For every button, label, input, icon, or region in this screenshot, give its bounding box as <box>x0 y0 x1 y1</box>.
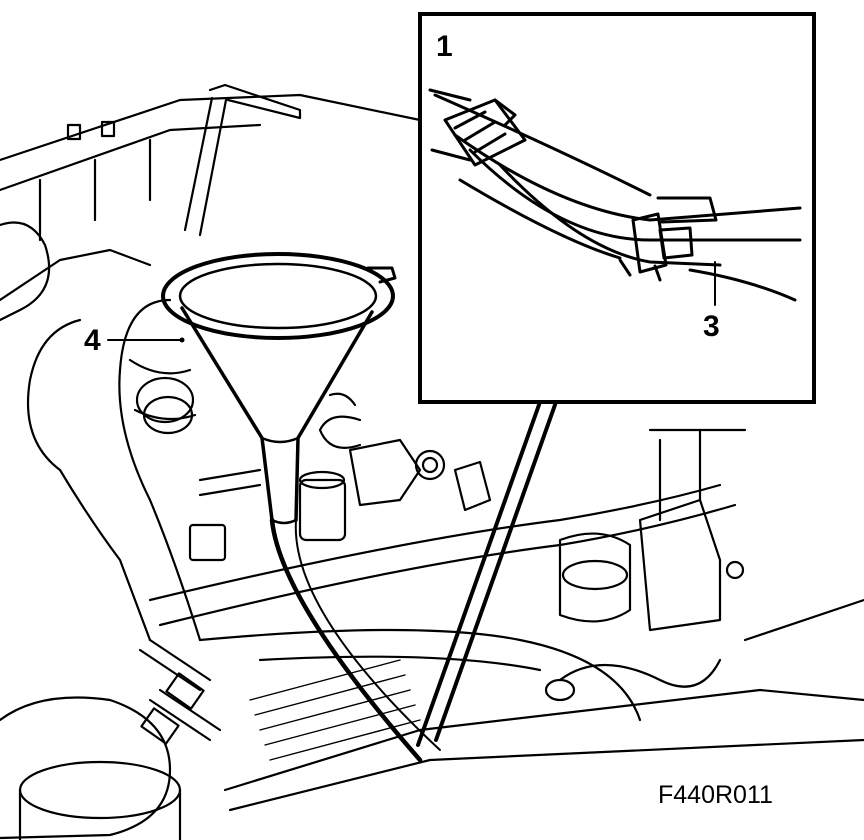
figure-code: F440R011 <box>658 781 773 809</box>
funnel <box>161 252 441 763</box>
callout-label-4: 4 <box>84 324 101 357</box>
callout-label-3: 3 <box>703 310 720 343</box>
callout-label-1: 1 <box>436 30 453 63</box>
engine-bay-background <box>0 83 864 840</box>
detail-inset <box>416 12 816 747</box>
